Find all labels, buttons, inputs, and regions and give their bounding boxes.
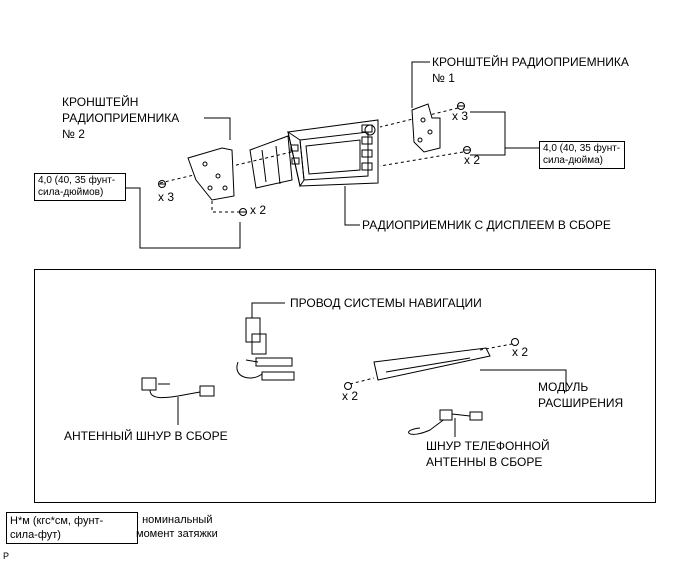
qty-module-right: x 2 — [512, 345, 529, 359]
nav-wire-label: ПРОВОД СИСТЕМЫ НАВИГАЦИИ — [290, 296, 482, 310]
qty-right-top: x 3 — [452, 109, 469, 123]
nav-wire-assembly — [236, 317, 295, 381]
torque-right-box: 4,0 (40, 35 фунт- сила-дюйма) — [539, 141, 625, 169]
torque-left-box: 4,0 (40, 35 фунт- сила-дюймов) — [34, 173, 126, 201]
qty-left-bottom: x 2 — [250, 203, 267, 217]
leader-module — [480, 369, 567, 392]
leader-bracket1 — [411, 61, 430, 108]
legend-units-box: Н*м (кгс*см, фунт- сила-фут) — [6, 512, 138, 544]
qty-left-top: x 3 — [158, 190, 175, 204]
leader-bracket2 — [204, 117, 231, 140]
expansion-module — [344, 338, 519, 390]
bracket2-label: КРОНШТЕЙН РАДИОПРИЕМНИКА № 2 — [62, 95, 180, 141]
radio-display-unit — [249, 119, 379, 189]
bracket-1 — [411, 103, 441, 153]
module-label: МОДУЛЬ РАСШИРЕНИЯ — [538, 380, 624, 410]
qty-right-bottom: x 2 — [464, 153, 481, 167]
torque-left-bracket — [125, 187, 241, 249]
leader-radio — [344, 186, 360, 226]
leader-nav — [251, 302, 285, 318]
legend-description: : номинальный момент затяжки — [136, 514, 218, 540]
footer-mark: P — [3, 551, 10, 561]
antenna-cord-assembly — [141, 377, 215, 399]
bracket-2 — [187, 147, 235, 201]
qty-module-left: x 2 — [342, 389, 359, 403]
screws-top — [158, 102, 471, 216]
phone-antenna-cord — [408, 409, 483, 435]
phone-cord-label: ШНУР ТЕЛЕФОННОЙ АНТЕННЫ В СБОРЕ — [426, 439, 550, 469]
radio-label: РАДИОПРИЕМНИК С ДИСПЛЕЕМ В СБОРЕ — [362, 218, 611, 232]
accessories-frame — [34, 269, 656, 503]
antenna-cord-label: АНТЕННЫЙ ШНУР В СБОРЕ — [64, 429, 228, 443]
bracket1-label: КРОНШТЕЙН РАДИОПРИЕМНИКА № 1 — [432, 55, 629, 85]
torque-right-bracket — [470, 111, 506, 156]
